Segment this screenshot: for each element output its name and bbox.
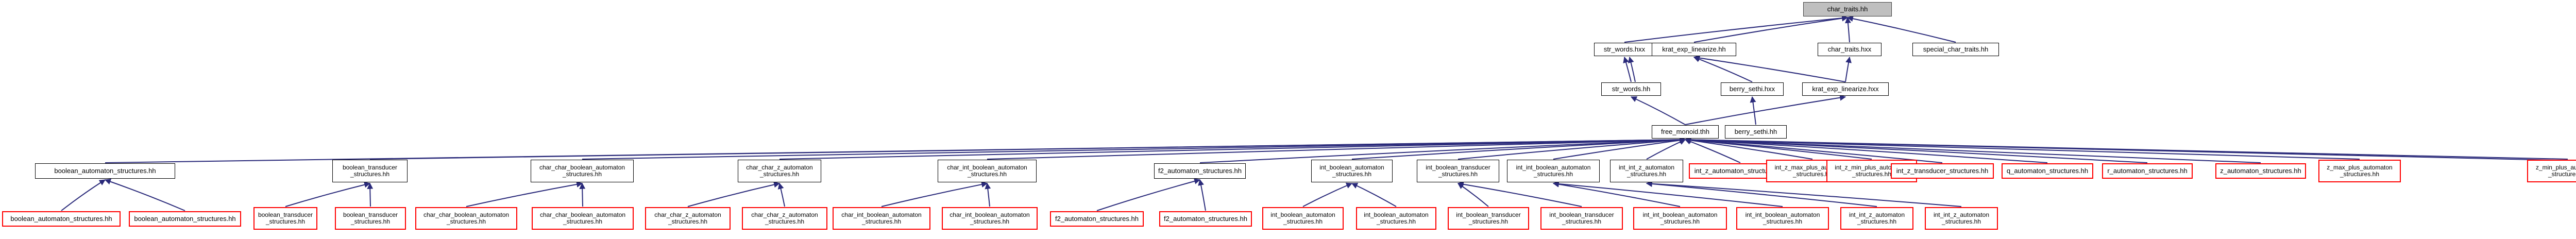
- graph-edge: [779, 136, 1686, 160]
- graph-edge: [687, 181, 781, 207]
- graph-edge: [1623, 56, 1632, 82]
- graph-node-root[interactable]: char_traits.hh: [1803, 2, 1892, 16]
- graph-edge: [1684, 136, 1943, 163]
- graph-edge: [1628, 56, 1636, 82]
- graph-edge: [777, 182, 785, 207]
- graph-edge: [1693, 56, 1753, 82]
- graph-node[interactable]: int_int_boolean_automaton _structures.hh: [1633, 207, 1727, 230]
- graph-node[interactable]: int_boolean_automaton _structures.hh: [1262, 207, 1344, 230]
- graph-edge: [104, 178, 185, 211]
- graph-node[interactable]: int_int_z_automaton _structures.hh: [1840, 207, 1913, 230]
- graph-node[interactable]: int_boolean_transducer _structures.hh: [1540, 207, 1623, 230]
- graph-edge: [1646, 139, 1686, 160]
- graph-edge: [61, 179, 106, 211]
- graph-node[interactable]: int_int_z_automaton _structures.hh: [1610, 160, 1683, 182]
- graph-edge: [1552, 181, 1783, 207]
- graph-edge: [285, 181, 371, 207]
- graph-node[interactable]: int_int_boolean_automaton _structures.hh: [1507, 160, 1600, 182]
- graph-edge: [1552, 181, 1681, 207]
- graph-edge: [1684, 137, 1813, 160]
- graph-edge: [1624, 15, 1849, 43]
- graph-edge: [881, 181, 988, 207]
- graph-node[interactable]: r_automaton_structures.hh: [2102, 163, 2193, 179]
- graph-node[interactable]: str_words.hxx: [1594, 43, 1655, 56]
- graph-edge: [1685, 94, 1846, 125]
- graph-node[interactable]: int_z_transducer_structures.hh: [1891, 163, 1994, 179]
- graph-edge: [1198, 179, 1206, 211]
- graph-node[interactable]: krat_exp_linearize.hh: [1652, 43, 1736, 56]
- graph-node[interactable]: z_max_plus_automaton _structures.hh: [2318, 160, 2401, 182]
- graph-node[interactable]: free_monoid.thh: [1652, 125, 1719, 139]
- graph-edge: [579, 182, 586, 207]
- graph-edge: [1199, 136, 1686, 163]
- graph-node[interactable]: f2_automaton_structures.hh: [1154, 163, 1246, 179]
- graph-edge: [1693, 15, 1849, 43]
- graph-node[interactable]: int_boolean_transducer _structures.hh: [1448, 207, 1529, 230]
- graph-node[interactable]: f2_automaton_structures.hh: [1159, 211, 1252, 227]
- graph-node[interactable]: boolean_automaton_structures.hh: [129, 211, 241, 227]
- graph-node[interactable]: berry_sethi.hxx: [1721, 82, 1784, 96]
- graph-node[interactable]: char_int_boolean_automaton _structures.h…: [833, 207, 930, 230]
- graph-node[interactable]: krat_exp_linearize.hxx: [1802, 82, 1889, 96]
- graph-node[interactable]: boolean_transducer _structures.hh: [335, 207, 406, 230]
- graph-node[interactable]: int_int_boolean_automaton _structures.hh: [1736, 207, 1829, 230]
- graph-node[interactable]: char_char_boolean_automaton _structures.…: [532, 207, 634, 230]
- graph-node[interactable]: char_char_boolean_automaton _structures.…: [415, 207, 517, 230]
- graph-node[interactable]: boolean_automaton_structures.hh: [2, 211, 121, 227]
- graph-node[interactable]: q_automaton_structures.hh: [2002, 163, 2093, 179]
- graph-node[interactable]: z_automaton_structures.hh: [2215, 163, 2306, 179]
- graph-node[interactable]: str_words.hh: [1601, 82, 1661, 96]
- graph-edge: [466, 181, 583, 207]
- graph-node[interactable]: char_int_boolean_automaton _structures.h…: [942, 207, 1038, 230]
- graph-edge: [1646, 180, 1962, 207]
- graph-node[interactable]: boolean_transducer _structures.hh: [332, 160, 408, 182]
- graph-node[interactable]: char_char_boolean_automaton _structures.…: [531, 160, 634, 182]
- graph-node[interactable]: special_char_traits.hh: [1912, 43, 1999, 56]
- graph-node[interactable]: boolean_automaton_structures.hh: [35, 163, 175, 179]
- graph-edge: [987, 136, 1686, 160]
- graph-edge: [1845, 56, 1852, 82]
- graph-edge: [1846, 15, 1956, 43]
- graph-node[interactable]: int_boolean_automaton _structures.hh: [1356, 207, 1436, 230]
- graph-edge: [1351, 183, 1397, 207]
- graph-node[interactable]: char_int_boolean_automaton _structures.h…: [938, 160, 1037, 182]
- graph-node[interactable]: boolean_transducer _structures.hh: [253, 207, 317, 230]
- graph-node[interactable]: char_char_z_automaton _structures.hh: [738, 160, 821, 182]
- graph-edge: [1684, 136, 2048, 163]
- graph-edge: [1750, 96, 1756, 125]
- graph-node[interactable]: int_int_z_automaton _structures.hh: [1925, 207, 1998, 230]
- graph-edge: [1458, 183, 1489, 207]
- graph-edge: [1845, 16, 1851, 43]
- graph-edge: [985, 182, 991, 207]
- graph-node[interactable]: int_boolean_automaton _structures.hh: [1311, 160, 1393, 182]
- graph-edge: [1553, 137, 1686, 160]
- graph-edge: [1302, 182, 1353, 207]
- graph-edge: [1693, 55, 1846, 82]
- graph-node[interactable]: char_char_z_automaton _structures.hh: [742, 207, 827, 230]
- graph-node[interactable]: z_min_plus_automaton _structures.hh: [2527, 160, 2576, 182]
- graph-edge: [1457, 181, 1582, 207]
- graph-node[interactable]: int_boolean_transducer _structures.hh: [1417, 160, 1499, 182]
- graph-edge: [1458, 136, 1686, 160]
- graph-edge: [1646, 180, 1877, 207]
- graph-edge: [1351, 136, 1686, 160]
- graph-edge: [369, 136, 1686, 160]
- graph-node[interactable]: f2_automaton_structures.hh: [1050, 211, 1144, 227]
- graph-edge: [1630, 96, 1686, 125]
- graph-node[interactable]: char_traits.hxx: [1818, 43, 1882, 56]
- graph-edge: [582, 136, 1686, 160]
- graph-node[interactable]: char_char_z_automaton _structures.hh: [645, 207, 731, 230]
- graph-edge: [1096, 178, 1201, 211]
- graph-node[interactable]: berry_sethi.hh: [1725, 125, 1787, 139]
